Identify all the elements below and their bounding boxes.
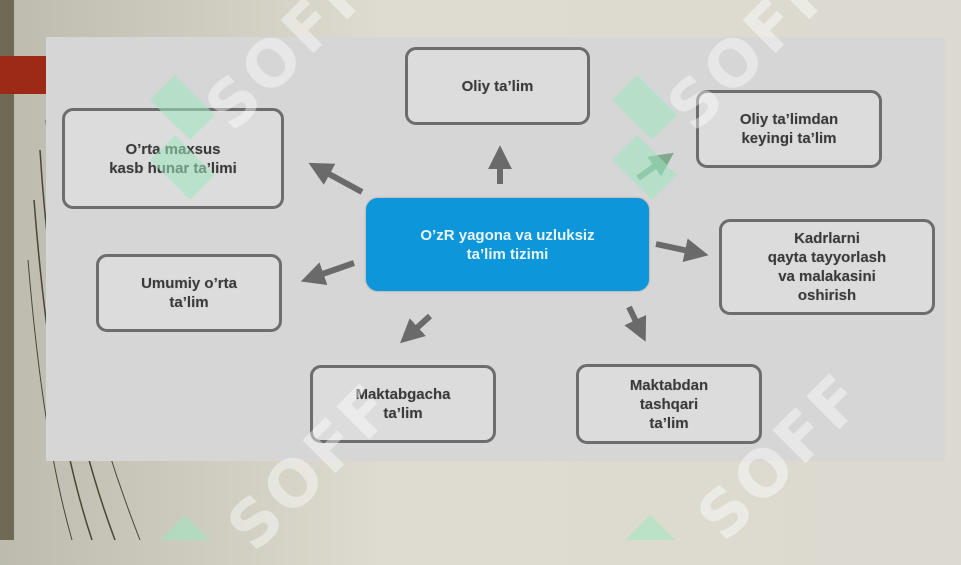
node-center-talim-tizimi: O’zR yagona va uzluksiz ta’lim tizimi [366,198,649,291]
node-oliy-talim: Oliy ta’lim [405,47,590,125]
node-kadrlarni: Kadrlarni qayta tayyorlash va malakasini… [719,219,935,315]
node-maktabgacha: Maktabgacha ta’lim [310,365,496,443]
node-maktabdan-tashqari: Maktabdan tashqari ta’lim [576,364,762,444]
node-umumiy-orta: Umumiy o’rta ta’lim [96,254,282,332]
left-accent-bar [0,0,14,540]
node-oliy-keyingi: Oliy ta’limdan keyingi ta’lim [696,90,882,168]
slide-accent-tab [0,56,48,94]
